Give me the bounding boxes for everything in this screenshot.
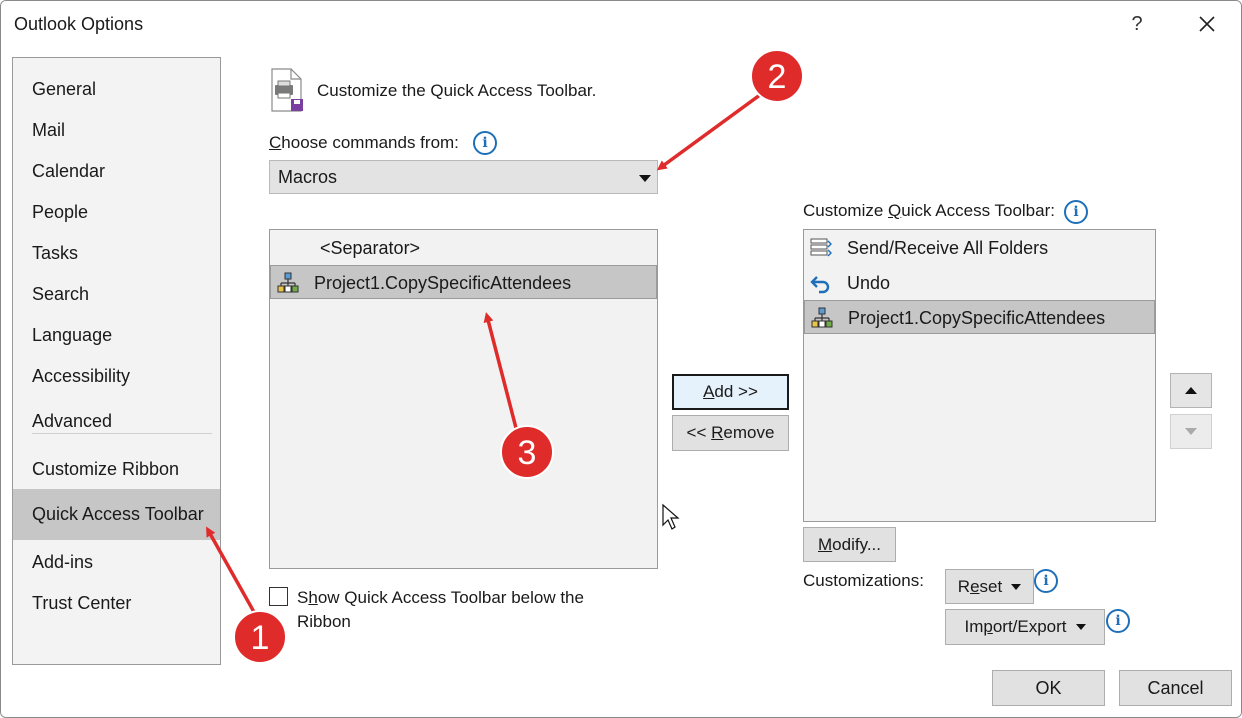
triangle-down-icon <box>1185 428 1197 435</box>
import-export-button-label: Import/Export <box>964 617 1067 636</box>
sidebar-item-mail[interactable]: Mail <box>32 120 66 140</box>
choose-commands-label-rest: hoose commands from: <box>281 133 459 152</box>
help-button[interactable]: ? <box>1131 12 1143 35</box>
choose-commands-dropdown[interactable]: Macros <box>269 160 658 194</box>
sidebar-item-tasks[interactable]: Tasks <box>32 243 79 263</box>
list-item-send-receive[interactable]: Send/Receive All Folders <box>804 231 1155 265</box>
options-sidebar: General Mail Calendar People Tasks Searc… <box>12 57 221 665</box>
sidebar-item-quick-access-toolbar[interactable]: Quick Access Toolbar <box>13 489 220 540</box>
show-below-ribbon-checkbox[interactable] <box>269 587 288 606</box>
close-button[interactable] <box>1187 7 1227 41</box>
customizations-label: Customizations: <box>803 571 924 590</box>
sidebar-item-search[interactable]: Search <box>32 284 90 304</box>
move-down-button[interactable] <box>1170 414 1212 449</box>
quick-access-toolbar-icon <box>271 68 303 112</box>
import-export-button[interactable]: Import/Export <box>945 609 1105 645</box>
modify-button-label: Modify... <box>818 534 881 554</box>
reset-info-icon[interactable]: i <box>1034 569 1058 593</box>
dialog-content: General Mail Calendar People Tasks Searc… <box>1 47 1241 717</box>
modify-button[interactable]: Modify... <box>803 527 896 562</box>
list-item-label: Send/Receive All Folders <box>847 238 1049 258</box>
mouse-cursor-icon <box>662 503 680 530</box>
macro-icon <box>277 272 299 293</box>
choose-commands-value: Macros <box>278 167 338 187</box>
ok-button[interactable]: OK <box>992 670 1105 706</box>
sidebar-item-advanced[interactable]: Advanced <box>32 411 113 431</box>
chevron-down-icon <box>1011 583 1022 590</box>
sidebar-item-customize-ribbon[interactable]: Customize Ribbon <box>32 459 180 479</box>
reset-button[interactable]: Reset <box>945 569 1034 604</box>
import-export-info-icon[interactable]: i <box>1106 609 1130 633</box>
choose-commands-label: Choose commands from: <box>269 133 459 152</box>
list-item-undo[interactable]: Undo <box>804 266 1155 300</box>
add-button[interactable]: Add >> <box>672 374 789 410</box>
chevron-down-icon <box>1075 624 1086 630</box>
page-title: Customize the Quick Access Toolbar. <box>317 81 597 100</box>
list-item-project1-macro[interactable]: Project1.CopySpecificAttendees <box>270 265 657 299</box>
sidebar-divider <box>32 433 212 434</box>
reset-button-label: Reset <box>957 576 1003 596</box>
sidebar-item-calendar[interactable]: Calendar <box>32 161 106 181</box>
sidebar-item-people[interactable]: People <box>32 202 89 222</box>
show-below-ribbon-label: Show Quick Access Toolbar below the Ribb… <box>297 588 584 631</box>
sidebar-item-accessibility[interactable]: Accessibility <box>32 366 131 386</box>
sidebar-item-add-ins[interactable]: Add-ins <box>32 552 94 572</box>
list-item-label: Project1.CopySpecificAttendees <box>314 273 572 293</box>
list-item-project1-macro[interactable]: Project1.CopySpecificAttendees <box>804 300 1155 334</box>
toolbar-commands-list[interactable]: Send/Receive All Folders Undo Project1.C… <box>803 229 1156 522</box>
list-item-label: Project1.CopySpecificAttendees <box>848 308 1106 328</box>
window-title: Outlook Options <box>14 14 144 34</box>
sidebar-item-language[interactable]: Language <box>32 325 113 345</box>
remove-button[interactable]: << Remove <box>672 415 789 451</box>
triangle-up-icon <box>1185 387 1197 394</box>
sidebar-item-trust-center[interactable]: Trust Center <box>32 593 132 613</box>
list-item-separator[interactable]: <Separator> <box>320 238 421 258</box>
customize-toolbar-info-icon[interactable]: i <box>1064 200 1088 224</box>
undo-icon <box>810 276 830 294</box>
title-bar: Outlook Options ? <box>1 1 1241 47</box>
choose-commands-info-icon[interactable]: i <box>473 131 497 155</box>
cancel-button[interactable]: Cancel <box>1119 670 1232 706</box>
move-up-button[interactable] <box>1170 373 1212 408</box>
customize-toolbar-label: Customize Quick Access Toolbar: <box>803 201 1055 220</box>
sidebar-item-general[interactable]: General <box>32 79 97 99</box>
send-receive-icon <box>810 238 832 257</box>
add-button-label: Add >> <box>703 382 758 401</box>
remove-button-label: << Remove <box>686 423 775 442</box>
list-item-label: Undo <box>847 273 891 293</box>
chevron-down-icon <box>639 175 651 182</box>
macro-icon <box>811 307 833 328</box>
close-icon <box>1199 16 1215 32</box>
available-commands-list[interactable]: <Separator> Project1.CopySpecificAttende… <box>269 229 658 569</box>
